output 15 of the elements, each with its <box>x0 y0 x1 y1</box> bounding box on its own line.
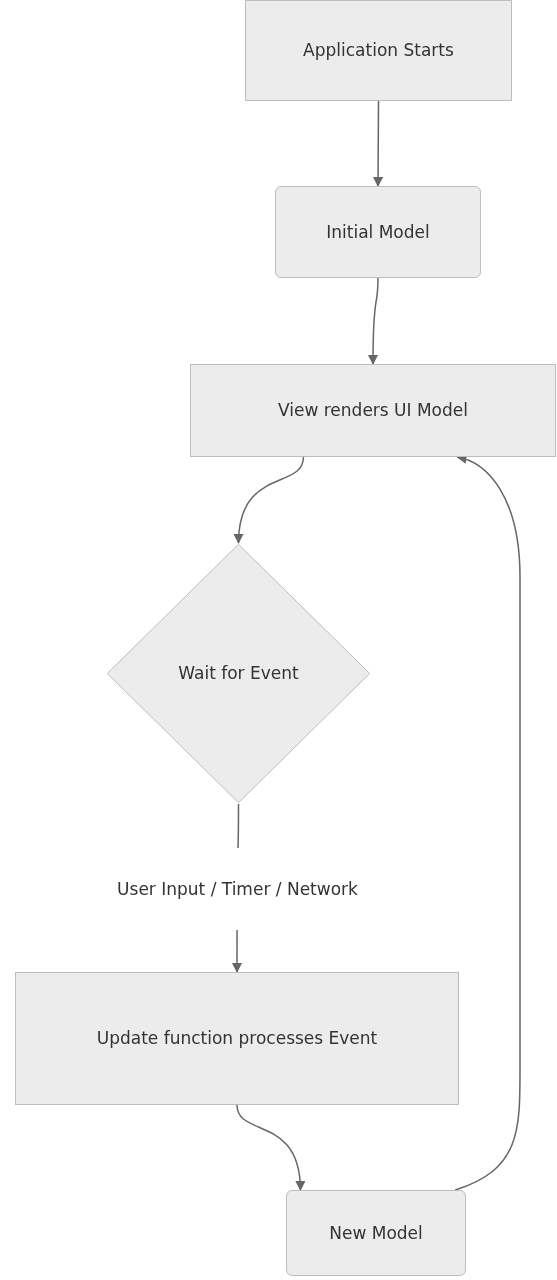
arrow <box>372 100 384 188</box>
process-box <box>190 364 556 457</box>
arrow <box>236 1104 305 1192</box>
node-label: Application Starts <box>303 39 454 63</box>
arrow <box>367 277 379 366</box>
node-label: New Model <box>329 1221 423 1245</box>
process-box <box>275 186 481 278</box>
node-label: Wait for Event <box>178 662 299 686</box>
node-label: View renders UI Model <box>278 399 468 423</box>
process-box <box>15 972 459 1105</box>
process-box <box>286 1190 466 1276</box>
node-label: Initial Model <box>326 220 430 244</box>
process-box <box>245 0 512 101</box>
node-label: Update function processes Event <box>96 1027 378 1051</box>
arrow <box>233 456 305 545</box>
